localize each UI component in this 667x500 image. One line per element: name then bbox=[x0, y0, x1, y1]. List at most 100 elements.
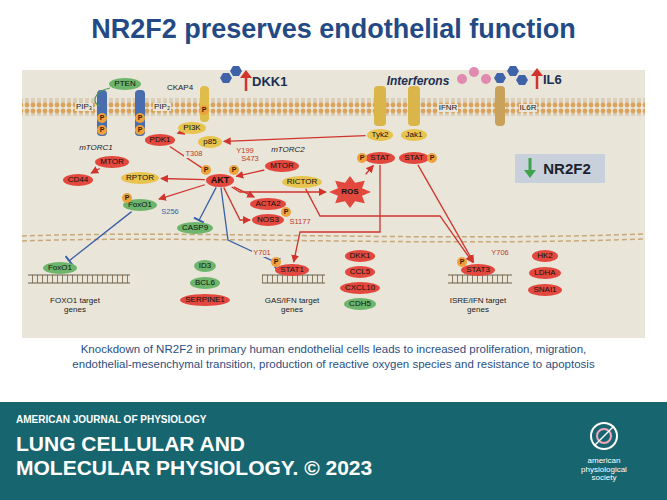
connector bbox=[91, 168, 100, 173]
protein-oval: ACTA2 bbox=[250, 198, 285, 210]
site-label: S473 bbox=[240, 155, 260, 163]
ros-star: ROS bbox=[328, 175, 372, 209]
node-text: ID3 bbox=[199, 262, 211, 270]
node-text: STAT bbox=[370, 154, 389, 162]
journal-name: AMERICAN JOURNAL OF PHYSIOLOGY bbox=[16, 414, 206, 425]
journal-name: LUNG CELLULAR AND bbox=[16, 432, 245, 456]
site-label: Y706 bbox=[490, 249, 510, 257]
protein-oval: RICTOR bbox=[282, 176, 323, 188]
complex-label: mTORC1 bbox=[78, 144, 114, 153]
protein-oval: SNAI1 bbox=[528, 284, 561, 296]
connector bbox=[159, 185, 205, 199]
site-label: S256 bbox=[160, 208, 180, 216]
node-text: LDHA bbox=[534, 269, 555, 277]
phospho-mark: P bbox=[427, 153, 437, 163]
nuclear-membrane bbox=[22, 234, 645, 237]
protein-oval: Tyk2 bbox=[367, 129, 394, 141]
decrease-arrow bbox=[523, 157, 537, 179]
node-text: MTOR bbox=[270, 162, 293, 170]
receptor-label: CKAP4 bbox=[166, 84, 194, 93]
gene-group-label: GAS/IFN target genes bbox=[260, 297, 324, 315]
protein-oval: CCL5 bbox=[345, 266, 375, 278]
node-text: SERPINE1 bbox=[185, 296, 225, 304]
node-text: FoxO1 bbox=[128, 201, 152, 209]
protein-oval: CASP9 bbox=[177, 222, 213, 234]
connector bbox=[161, 179, 205, 180]
receptor-label: IFNR bbox=[438, 104, 459, 113]
node-text: HK2 bbox=[537, 252, 553, 260]
node-text: CASP9 bbox=[182, 224, 208, 232]
site-label: S1177 bbox=[288, 218, 311, 226]
node-text: NOS3 bbox=[257, 216, 279, 224]
protein-oval: PTEN bbox=[109, 78, 140, 90]
node-text: p85 bbox=[203, 138, 216, 146]
title: NR2F2 preserves endothelial function bbox=[0, 14, 667, 45]
protein-oval: RPTOR bbox=[121, 172, 159, 184]
society-name: american physiological society bbox=[572, 457, 636, 484]
gene-group-label: ISRE/IFN target genes bbox=[446, 297, 510, 315]
protein-oval: MTOR bbox=[95, 156, 128, 168]
protein-oval: STAT bbox=[365, 152, 394, 164]
increase-arrows bbox=[240, 68, 543, 91]
protein-oval: Jak1 bbox=[401, 129, 428, 141]
site-label: T308 bbox=[184, 150, 203, 158]
lipid-label: PIP₃ bbox=[75, 103, 93, 112]
ligand-label: DKK1 bbox=[252, 75, 287, 90]
phospho-mark: P bbox=[97, 125, 107, 135]
target-box: NR2F2 bbox=[515, 154, 605, 183]
protein-oval: SERPINE1 bbox=[180, 294, 230, 306]
pten-loop bbox=[95, 88, 110, 106]
protein-oval: STAT bbox=[399, 152, 428, 164]
protein-oval: AKT bbox=[206, 174, 235, 187]
dna-strands bbox=[28, 275, 512, 283]
phospho-mark: P bbox=[97, 113, 107, 123]
node-text: MTOR bbox=[100, 158, 123, 166]
protein-oval: FoxO1 bbox=[43, 262, 77, 274]
node-text: FoxO1 bbox=[48, 264, 72, 272]
protein-oval: ID3 bbox=[194, 260, 216, 272]
connector bbox=[199, 187, 216, 220]
protein-oval: CD44 bbox=[63, 174, 93, 186]
node-text: AKT bbox=[211, 176, 230, 185]
phospho-mark: P bbox=[135, 113, 145, 123]
node-text: CDH5 bbox=[349, 300, 371, 308]
node-text: STAT1 bbox=[280, 266, 304, 274]
protein-oval: NOS3 bbox=[252, 214, 284, 226]
connector bbox=[366, 166, 374, 175]
connector bbox=[418, 165, 474, 262]
node-text: PI3K bbox=[183, 124, 200, 132]
caption: Knockdown of NR2F2 in primary human endo… bbox=[62, 342, 605, 372]
connector bbox=[224, 136, 366, 142]
society-logo bbox=[591, 423, 617, 449]
node-text: RICTOR bbox=[287, 178, 318, 186]
phospho-mark: P bbox=[281, 207, 291, 217]
phospho-mark: P bbox=[199, 105, 209, 115]
connector bbox=[306, 189, 473, 262]
protein-oval: PI3K bbox=[178, 122, 205, 134]
node-text: CCL5 bbox=[350, 268, 370, 276]
complex-label: mTORC2 bbox=[270, 146, 306, 155]
receptor-label: IL6R bbox=[519, 104, 538, 113]
protein-oval: HK2 bbox=[532, 250, 558, 262]
protein-oval: STAT3 bbox=[461, 264, 495, 276]
node-text: RPTOR bbox=[126, 174, 154, 182]
protein-oval: STAT1 bbox=[275, 264, 309, 276]
connector bbox=[69, 212, 131, 261]
ligand-label: IL6 bbox=[543, 73, 562, 88]
protein-oval: MTOR bbox=[265, 160, 298, 172]
node-text: Jak1 bbox=[406, 131, 423, 139]
phospho-mark: P bbox=[201, 165, 211, 175]
node-text: PDK1 bbox=[150, 136, 171, 144]
star-shape bbox=[329, 176, 371, 208]
figure-panel bbox=[22, 70, 645, 338]
connector bbox=[177, 133, 178, 134]
phospho-mark: P bbox=[357, 153, 367, 163]
ligand-label: Interferons bbox=[387, 75, 450, 88]
node-text: DKK1 bbox=[350, 252, 371, 260]
node-text: Tyk2 bbox=[372, 131, 389, 139]
lipid-label: PIP₂ bbox=[153, 103, 171, 112]
node-text: ROS bbox=[341, 188, 358, 196]
node-text: CD44 bbox=[68, 176, 88, 184]
node-text: BCL6 bbox=[195, 279, 215, 287]
